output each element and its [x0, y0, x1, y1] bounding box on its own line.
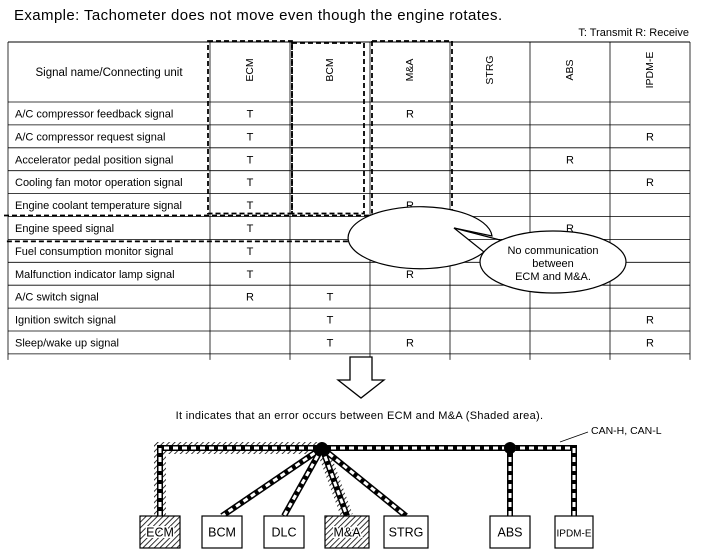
unit-header-m-a: M&A: [404, 59, 416, 82]
legend-text: T: Transmit R: Receive: [578, 27, 689, 39]
unit-header-ipdm-e: IPDM-E: [644, 52, 656, 89]
signal-cell-transmit: T: [247, 269, 254, 281]
can-network-diagram: CAN-H, CAN-L ECM BCM DLC M&A STRG ABS IPDM-E: [139, 425, 662, 549]
bus-junction: [504, 442, 516, 454]
branch-dlc-inner: [282, 447, 324, 517]
unit-header-ecm: ECM: [244, 58, 256, 81]
unit-label: ABS: [497, 526, 522, 540]
branch-strg-inner: [321, 446, 407, 518]
branch-bcm-inner: [221, 446, 323, 518]
signal-cell-receive: R: [406, 108, 414, 120]
signal-name: Accelerator pedal position signal: [15, 154, 173, 166]
bus-main-inner: [322, 446, 576, 516]
signal-cell-transmit: T: [247, 200, 254, 212]
signal-name: Malfunction indicator lamp signal: [15, 269, 175, 281]
signal-cell-transmit: T: [247, 108, 254, 120]
callout-text: between: [532, 258, 574, 270]
signal-cell-transmit: T: [247, 223, 254, 235]
signal-cell-receive: R: [646, 131, 654, 143]
signal-cell-transmit: T: [247, 154, 254, 166]
down-arrow: [336, 356, 386, 399]
unit-label: IPDM-E: [557, 529, 592, 540]
signal-cell-transmit: T: [247, 131, 254, 143]
unit-box-m-a: [324, 515, 370, 549]
unit-box-ecm: [139, 515, 181, 549]
ma-dashed-box: [371, 40, 453, 240]
signal-name: Fuel consumption monitor signal: [15, 246, 173, 258]
signal-cell-receive: R: [406, 269, 414, 281]
signal-name: Engine speed signal: [15, 223, 114, 235]
signal-cell-receive: R: [646, 315, 654, 327]
signal-cell-receive: R: [406, 337, 414, 349]
unit-label: DLC: [271, 526, 296, 540]
example-title: Example: Tachometer does not move even t…: [14, 7, 503, 24]
signal-table: Signal name/Connecting unit ECM BCM M&A STRG…: [4, 40, 691, 360]
callout-ellipse: [479, 230, 627, 294]
bus-label-leader: [559, 431, 589, 443]
branch-m-a-inner: [320, 447, 349, 517]
signal-cell-receive: R: [646, 337, 654, 349]
callout-pointer: [453, 227, 501, 241]
callout-text: ECM and M&A.: [515, 271, 591, 283]
unit-label: STRG: [389, 526, 424, 540]
signal-cell-transmit: T: [327, 315, 334, 327]
engine-speed-row-highlight: [4, 214, 456, 243]
signal-cell-receive: R: [566, 223, 574, 235]
signal-cell-receive: R: [566, 154, 574, 166]
signal-name-header: Signal name/Connecting unit: [35, 67, 183, 79]
signal-cell-transmit: T: [327, 337, 334, 349]
unit-label: ECM: [146, 526, 174, 540]
unit-box-ipdm-e: [554, 515, 594, 549]
signal-name: Cooling fan motor operation signal: [15, 177, 183, 189]
bus-ecm-inner: [158, 446, 322, 516]
callout-bubble: [347, 206, 493, 270]
unit-box-strg: [383, 515, 429, 549]
signal-cell-receive: R: [246, 292, 254, 304]
unit-label: BCM: [208, 526, 236, 540]
signal-name: A/C compressor request signal: [15, 131, 165, 143]
signal-cell-transmit: T: [247, 177, 254, 189]
unit-header-abs: ABS: [564, 59, 576, 80]
signal-name: Engine coolant temperature signal: [15, 200, 182, 212]
bus-label: CAN-H, CAN-L: [591, 425, 662, 437]
unit-header-bcm: BCM: [324, 58, 336, 81]
bcm-dashed-box: [291, 42, 365, 215]
down-arrow-shape: [336, 356, 386, 399]
signal-name: A/C switch signal: [15, 292, 99, 304]
signal-cell-transmit: T: [327, 292, 334, 304]
signal-cell-transmit: T: [247, 246, 254, 258]
signal-name: Ignition switch signal: [15, 315, 116, 327]
signal-cell-receive: R: [646, 177, 654, 189]
signal-name: Sleep/wake up signal: [15, 337, 119, 349]
unit-label: M&A: [333, 526, 361, 540]
unit-box-dlc: [263, 515, 305, 549]
bus-junction: [316, 442, 328, 454]
unit-header-strg: STRG: [484, 55, 496, 84]
callout-text: No communication: [507, 245, 598, 257]
caption-text: It indicates that an error occurs betwee…: [175, 410, 544, 422]
signal-name: A/C compressor feedback signal: [15, 108, 173, 120]
signal-cell-receive: R: [406, 200, 414, 212]
unit-box-abs: [489, 515, 531, 549]
unit-box-bcm: [201, 515, 243, 549]
